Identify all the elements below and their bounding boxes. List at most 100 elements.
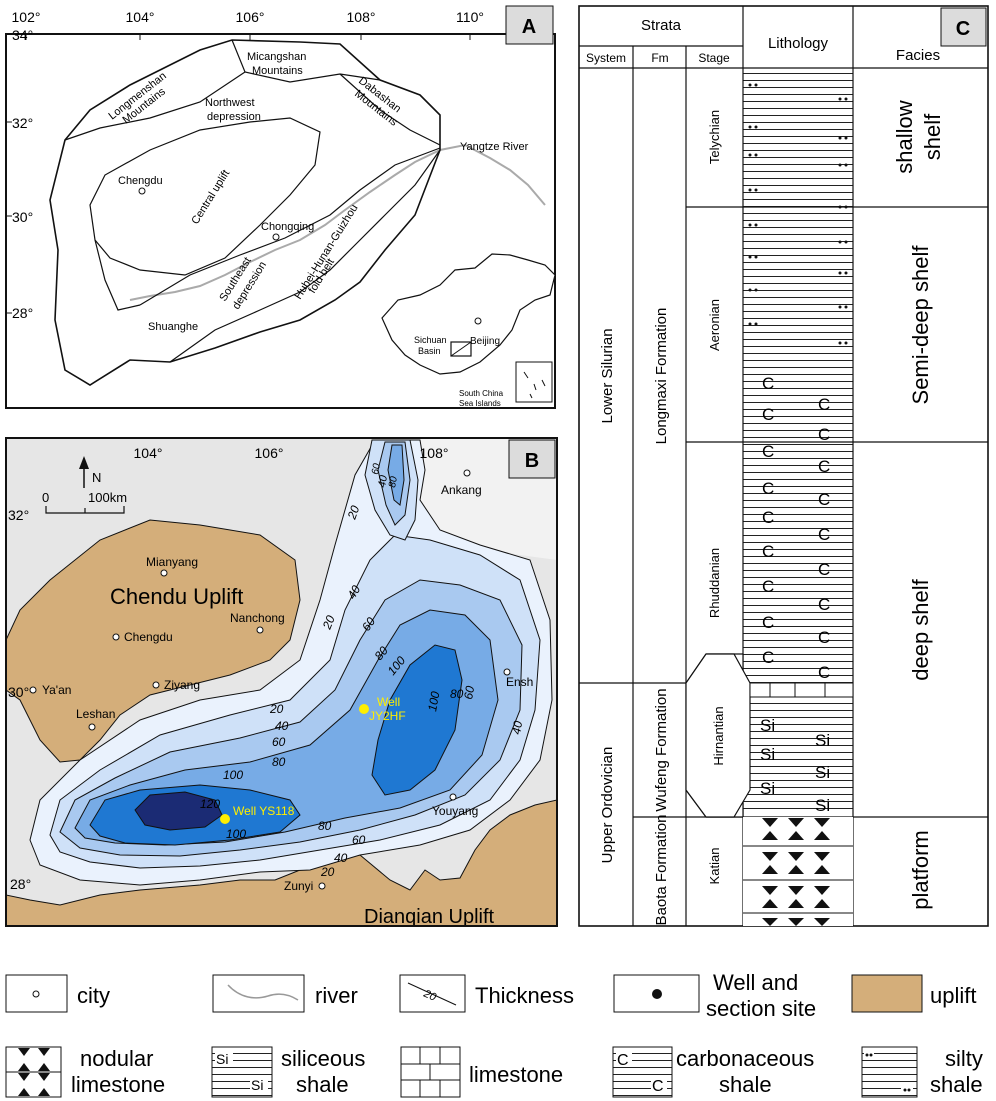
stage-hirnantian: Hirnantian	[711, 706, 726, 765]
contour-label-20-c: 20	[320, 865, 335, 879]
contour-label-20-d: 20	[344, 503, 362, 522]
header-lithology: Lithology	[768, 35, 829, 52]
fold-belt-line	[139, 147, 441, 306]
label-sichuan: Sichuan	[414, 335, 447, 345]
panel-b-tag: B	[525, 450, 539, 472]
legend-carbonaceous-2: shale	[719, 1072, 772, 1097]
label-well-ys118: Well YS118	[233, 804, 295, 818]
label-scs: South China	[459, 389, 504, 398]
chendu-uplift-area	[6, 519, 301, 763]
svg-text:C: C	[762, 442, 774, 461]
contour-label-60-d: 60	[461, 685, 477, 701]
contour-label-100-d: 100	[226, 827, 246, 841]
label-beijing: Beijing	[470, 336, 500, 347]
micangshan-line	[231, 39, 381, 83]
svg-text:C: C	[818, 457, 830, 476]
lith-nodular-limestone	[743, 817, 853, 926]
a-lon-106: 106°	[236, 9, 265, 25]
scale-100km: 100km	[88, 490, 127, 505]
scs-islands	[523, 371, 546, 399]
a-lat-32: 32°	[12, 115, 33, 131]
well-marker-jy2hf	[359, 704, 369, 714]
svg-text:C: C	[818, 490, 830, 509]
a-lon-104: 104°	[126, 9, 155, 25]
legend-siliceous-1: siliceous	[281, 1046, 365, 1071]
a-lat-28: 28°	[12, 305, 33, 321]
label-northwest: Northwest	[205, 97, 255, 109]
label-chongqing-a: Chongqing	[261, 221, 314, 233]
svg-text:C: C	[818, 525, 830, 544]
city-marker-chongqing	[272, 233, 280, 241]
sichuan-basin-box	[450, 341, 472, 357]
legend-uplift-swatch	[851, 974, 923, 1013]
legend-thickness-swatch	[399, 974, 466, 1013]
label-yangtze: Yangtze River	[460, 141, 529, 153]
b-lat-30: 30°	[8, 684, 29, 700]
a-lon-110: 110°	[456, 9, 484, 25]
facies-deep: deep shelf	[908, 578, 933, 680]
svg-text:Si: Si	[815, 731, 830, 750]
header-system: System	[586, 51, 626, 65]
svg-text:Si: Si	[760, 716, 775, 735]
label-shuanghe: Shuanghe	[148, 321, 198, 333]
city-marker-chengdu	[138, 187, 146, 195]
legend-siliceous-si-1: Si	[216, 1051, 228, 1067]
map-b: 20 20 20 20 40 40 40 40 40 60 60 60 60 6…	[5, 437, 558, 928]
north-label: N	[92, 470, 101, 485]
fm-baota: Baota Formation	[653, 815, 670, 926]
city-marker-ensh	[503, 668, 511, 676]
legend-nodular-2: limestone	[71, 1072, 165, 1097]
city-marker-leshan	[88, 723, 96, 731]
b-lat-32: 32°	[8, 507, 29, 523]
china-outline	[381, 253, 555, 375]
contour-label-100-b: 100	[425, 690, 442, 712]
legend-nodular-swatch	[5, 1046, 62, 1098]
label-dianqian-uplift: Dianqian Uplift	[364, 906, 495, 928]
scs-inset-box	[515, 361, 553, 403]
fm-wufeng: Wufeng Formation	[653, 688, 670, 811]
label-ensh: Ensh	[506, 675, 533, 689]
lith-limestone-band	[749, 682, 854, 698]
label-yaan: Ya'an	[42, 683, 71, 697]
svg-text:C: C	[762, 508, 774, 527]
a-lat-30: 30°	[12, 209, 33, 225]
facies-shallow: shallow	[892, 100, 917, 173]
svg-text:C: C	[818, 663, 830, 682]
b-lat-28: 28°	[10, 876, 31, 892]
legend-carbonaceous-c-2: C	[652, 1078, 664, 1095]
contour-label-60-b: 60	[272, 735, 286, 749]
legend-limestone-swatch	[400, 1046, 461, 1098]
legend-silty-2: shale	[930, 1072, 983, 1097]
city-markers-b	[29, 469, 511, 890]
legend-thickness-sample: 20	[421, 987, 439, 1004]
north-arrow	[79, 456, 89, 488]
svg-text:Si: Si	[760, 745, 775, 764]
lith-shale-fill	[743, 68, 853, 814]
label-youyang: Youyang	[432, 804, 478, 818]
contour-label-80-c: 80	[318, 819, 332, 833]
contour-label-40-e: 40	[376, 474, 390, 489]
header-strata: Strata	[641, 17, 682, 34]
legend-siliceous-swatch	[211, 1046, 273, 1098]
a-lon-108: 108°	[347, 9, 376, 25]
stage-telychian: Telychian	[707, 110, 722, 164]
contour-label-80-d: 80	[450, 687, 464, 701]
contour-label-20-b: 20	[269, 702, 284, 716]
city-marker-mianyang	[160, 569, 168, 577]
north-lobe-80	[387, 444, 405, 506]
system-lower-silurian: Lower Silurian	[599, 328, 616, 423]
fm-longmaxi: Longmaxi Formation	[653, 308, 670, 445]
b-lon-106: 106°	[255, 445, 284, 461]
central-uplift-outline	[89, 117, 321, 276]
svg-text:Si: Si	[760, 779, 775, 798]
contour-label-20-a: 20	[319, 613, 337, 632]
svg-text:Si: Si	[815, 796, 830, 815]
legend-well-1: Well and	[713, 970, 798, 995]
dianqian-uplift-area	[6, 799, 557, 926]
label-zunyi: Zunyi	[284, 879, 313, 893]
contour-label-80-b: 80	[272, 755, 286, 769]
svg-text:C: C	[762, 479, 774, 498]
city-marker-zunyi	[318, 882, 326, 890]
well-marker-ys118	[220, 814, 230, 824]
contour-label-40-b: 40	[275, 719, 289, 733]
